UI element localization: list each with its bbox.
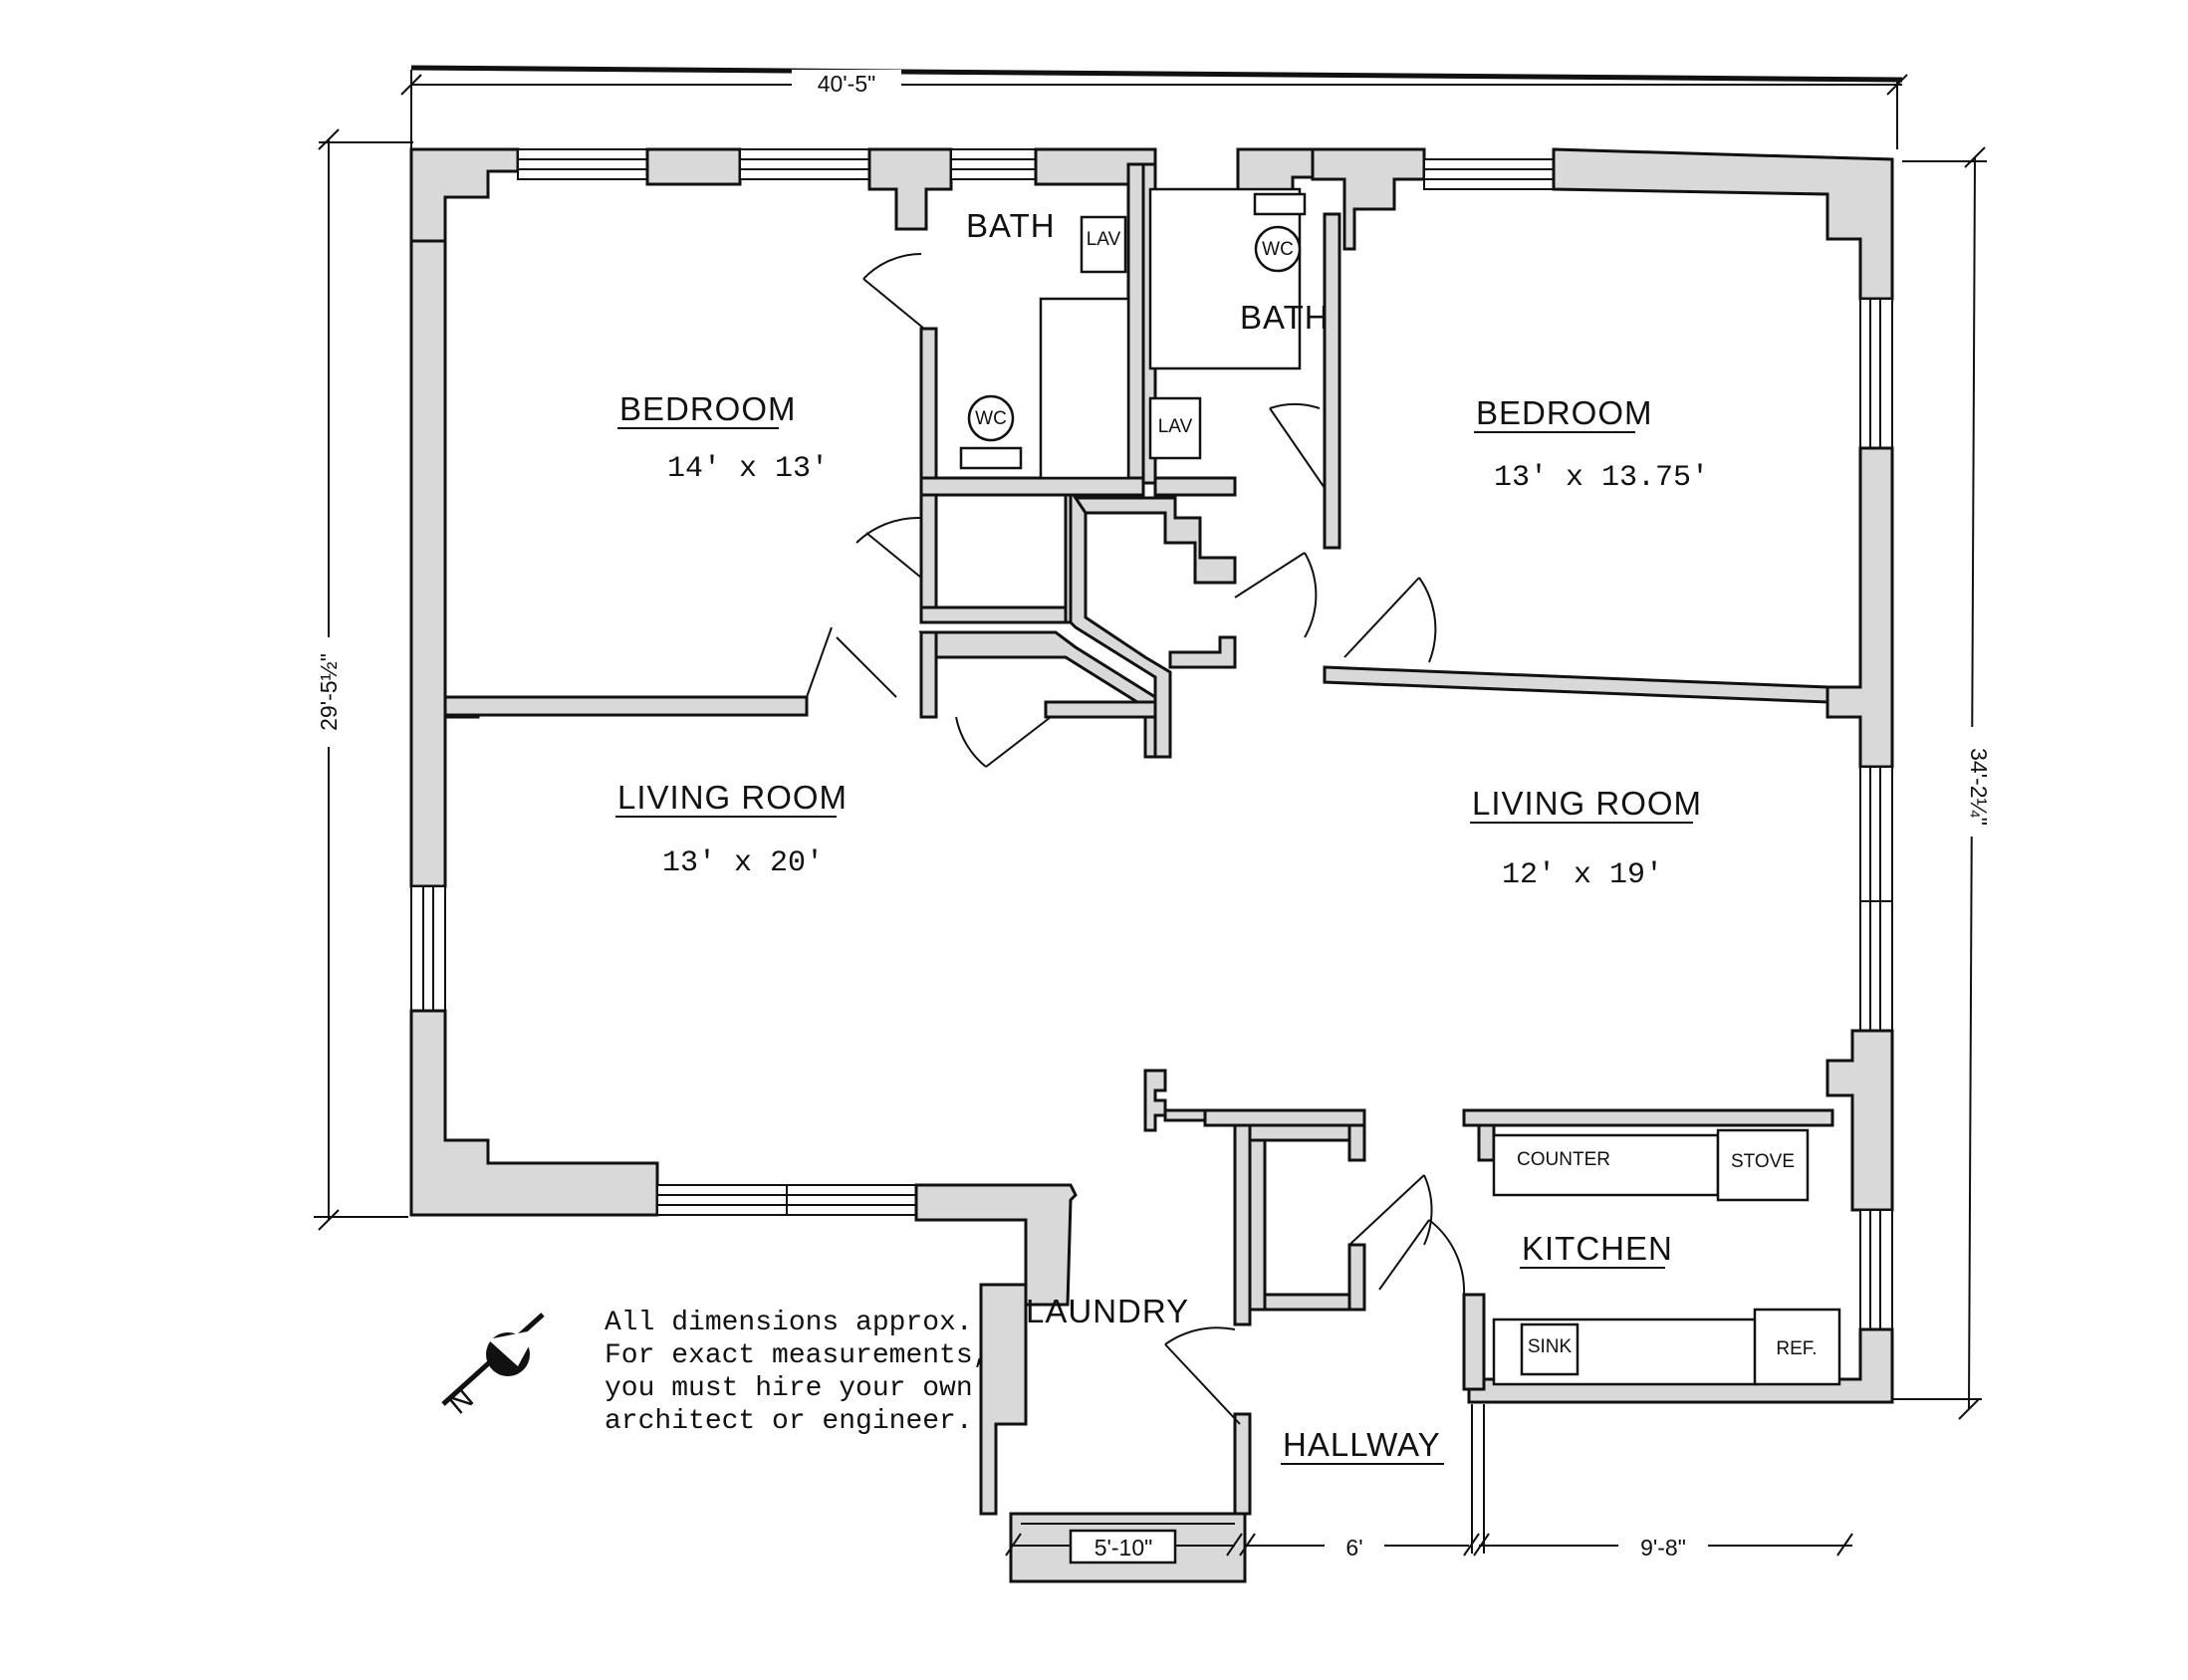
lav-label-right: LAV (1158, 416, 1193, 437)
fixtures (959, 187, 1841, 1386)
bedroom-left-label: BEDROOM (619, 390, 797, 427)
laundry-label: LAUNDRY (1026, 1293, 1189, 1329)
north-label: N (442, 1382, 480, 1421)
bedroom-right-label: BEDROOM (1476, 394, 1653, 431)
bath-left-label: BATH (966, 207, 1056, 244)
living-left-size: 13' x 20' (662, 846, 824, 880)
stove-label: STOVE (1731, 1151, 1795, 1172)
counter-label: COUNTER (1517, 1149, 1610, 1170)
top-dimension-line (400, 65, 1908, 149)
lav-label-left: LAV (1087, 229, 1121, 250)
bottom-dimension-line (1005, 1404, 1853, 1564)
hallway-label: HALLWAY (1283, 1426, 1441, 1463)
outer-walls (409, 147, 1894, 1583)
left-dimension-line (314, 128, 413, 1231)
bedroom-right-size: 13' x 13.75' (1494, 461, 1709, 495)
living-right-label: LIVING ROOM (1472, 785, 1702, 822)
bath-right-label: BATH (1240, 299, 1330, 336)
kitchen-width-label: 9'-8" (1640, 1535, 1686, 1560)
hallway-width-label: 6' (1345, 1535, 1362, 1560)
living-right-size: 12' x 19' (1502, 858, 1663, 892)
right-height-label: 34'-2¼" (1966, 748, 1992, 826)
note-line-4: architect or engineer. (605, 1406, 973, 1437)
note-line-3: you must hire your own (605, 1373, 973, 1404)
note-line-2: For exact measurements, (605, 1340, 989, 1371)
overall-width-label: 40'-5" (818, 71, 876, 97)
sink-label: SINK (1528, 1336, 1573, 1357)
north-arrow-icon: N (441, 1313, 545, 1421)
ref-label: REF. (1776, 1338, 1817, 1359)
left-height-label: 29'-5½" (316, 653, 342, 731)
disclaimer-note: All dimensions approx. For exact measure… (605, 1308, 989, 1437)
note-line-1: All dimensions approx. (605, 1308, 973, 1338)
laundry-width-label: 5'-10" (1094, 1535, 1153, 1560)
bedroom-left-size: 14' x 13' (667, 452, 829, 486)
wc-label-right: WC (1262, 239, 1294, 260)
wc-label-left: WC (975, 408, 1007, 429)
living-left-label: LIVING ROOM (617, 779, 848, 816)
right-dimension-line (1882, 146, 1987, 1420)
doors (806, 253, 1466, 1425)
kitchen-label: KITCHEN (1522, 1230, 1673, 1267)
interior-walls (443, 162, 1834, 1516)
